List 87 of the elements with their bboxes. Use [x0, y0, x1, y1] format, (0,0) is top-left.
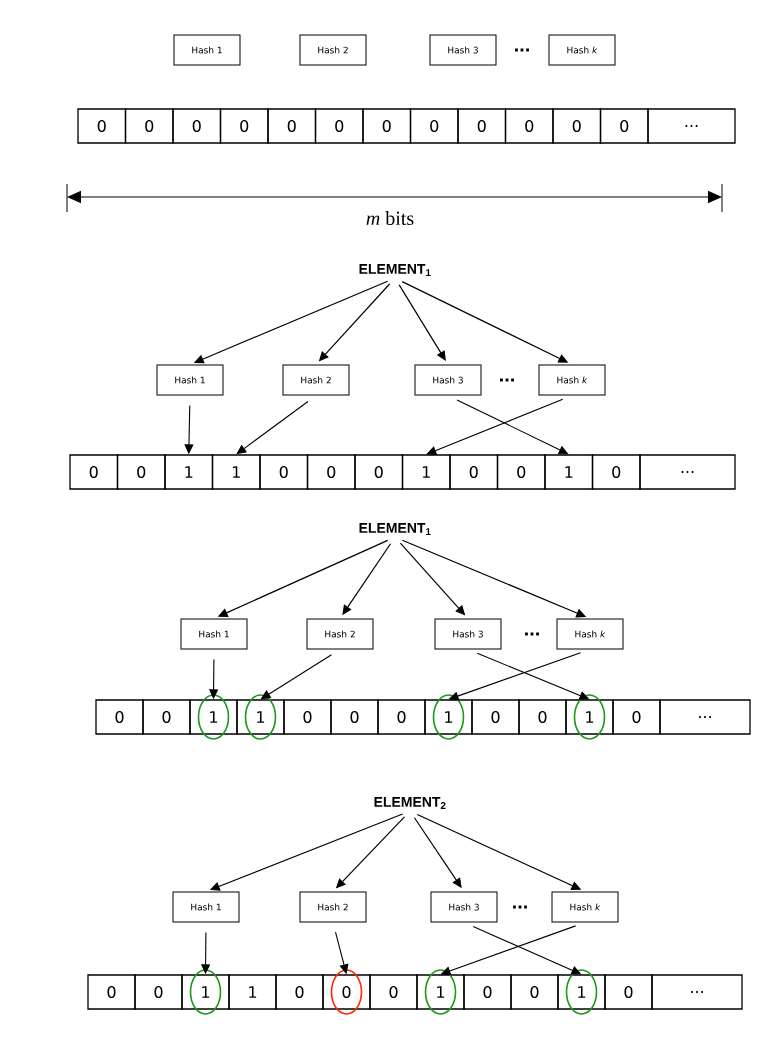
bit-cell: 0	[457, 108, 507, 144]
bit-cell: 0	[283, 699, 332, 735]
ellipsis: ...	[513, 905, 527, 909]
circled-bit: 1	[573, 694, 606, 740]
circled-bit: 1	[432, 694, 465, 740]
bit-cell: 0	[87, 974, 136, 1010]
bit-cell: 0	[612, 699, 661, 735]
hash-box: Hash 2	[282, 364, 350, 396]
bit-cell: 1	[401, 454, 451, 490]
bit-cell: 0	[354, 454, 404, 490]
hash-box: Hash 2	[299, 34, 367, 66]
bit-cell: 0	[471, 699, 520, 735]
bit-cell: 0	[219, 108, 269, 144]
bit-cell: 0	[591, 454, 641, 490]
ellipsis: ...	[525, 632, 539, 636]
bit-cell: 0	[267, 108, 317, 144]
hash-box: Hash k	[548, 34, 616, 66]
hash-box: Hash 2	[299, 891, 367, 923]
bit-cell: 0	[172, 108, 222, 144]
hash-box: Hash 3	[434, 618, 502, 650]
bit-cell: 0	[124, 108, 174, 144]
bit-cell: ...	[659, 699, 751, 735]
circled-bit: 0	[330, 969, 363, 1015]
hash-box: Hash 1	[156, 364, 224, 396]
hash-box: Hash k	[556, 618, 624, 650]
bit-cell: 0	[599, 108, 649, 144]
element-label: ELEMENT$_{1}$	[359, 264, 431, 276]
element-label: ELEMENT$_{2}$	[374, 797, 446, 809]
bit-cell: ...	[651, 974, 743, 1010]
bit-cell: 1	[544, 454, 594, 490]
bit-cell	[416, 974, 465, 1010]
bit-cell: 0	[95, 699, 144, 735]
circled-bit: 1	[244, 694, 277, 740]
hash-box: Hash 1	[172, 891, 240, 923]
bit-cell: 0	[369, 974, 418, 1010]
bit-cell	[565, 699, 614, 735]
bit-cell: 0	[377, 699, 426, 735]
bit-cell: 1	[228, 974, 277, 1010]
circled-bit: 1	[189, 969, 222, 1015]
bit-cell	[557, 974, 606, 1010]
hash-box: Hash k	[551, 891, 619, 923]
bit-cell: 0	[259, 454, 309, 490]
bit-cell: ...	[639, 454, 736, 490]
circled-bit: 1	[565, 969, 598, 1015]
bit-cell: 0	[275, 974, 324, 1010]
bit-cell: 0	[409, 108, 459, 144]
hash-box: Hash 3	[414, 364, 482, 396]
bit-cell: 0	[496, 454, 546, 490]
dimension-label: m bits	[366, 210, 414, 226]
bit-cell: 1	[211, 454, 261, 490]
bit-cell: 0	[330, 699, 379, 735]
bit-cell: 0	[504, 108, 554, 144]
hash-box: Hash 3	[429, 34, 497, 66]
bit-cell: 0	[314, 108, 364, 144]
bit-cell: 0	[463, 974, 512, 1010]
circled-bit: 1	[424, 969, 457, 1015]
circled-bit: 1	[197, 694, 230, 740]
bit-cell: 0	[142, 699, 191, 735]
bit-cell: 0	[510, 974, 559, 1010]
ellipsis: ...	[515, 48, 529, 52]
bit-cell: 1	[164, 454, 214, 490]
bit-cell	[189, 699, 238, 735]
arrow	[456, 399, 569, 455]
bit-cell: 0	[604, 974, 653, 1010]
bit-cell	[322, 974, 371, 1010]
bit-cell	[181, 974, 230, 1010]
arrow	[236, 400, 309, 455]
bit-cell: 0	[518, 699, 567, 735]
hash-box: Hash 1	[180, 618, 248, 650]
element-label: ELEMENT$_{1}$	[359, 523, 431, 535]
bit-cell: 0	[116, 454, 166, 490]
bit-cell	[236, 699, 285, 735]
bit-cell	[424, 699, 473, 735]
bit-cell: 0	[77, 108, 127, 144]
bit-cell: 0	[362, 108, 412, 144]
bit-cell: 0	[69, 454, 119, 490]
hash-box: Hash k	[538, 364, 606, 396]
bit-cell: 0	[449, 454, 499, 490]
hash-box: Hash 2	[306, 618, 374, 650]
ellipsis: ...	[500, 378, 514, 382]
bit-cell: 0	[134, 974, 183, 1010]
bit-cell: ...	[647, 108, 736, 144]
bit-cell: 0	[306, 454, 356, 490]
bit-cell: 0	[552, 108, 602, 144]
arrow	[426, 398, 564, 455]
hash-box: Hash 3	[430, 891, 498, 923]
hash-box: Hash 1	[173, 34, 241, 66]
